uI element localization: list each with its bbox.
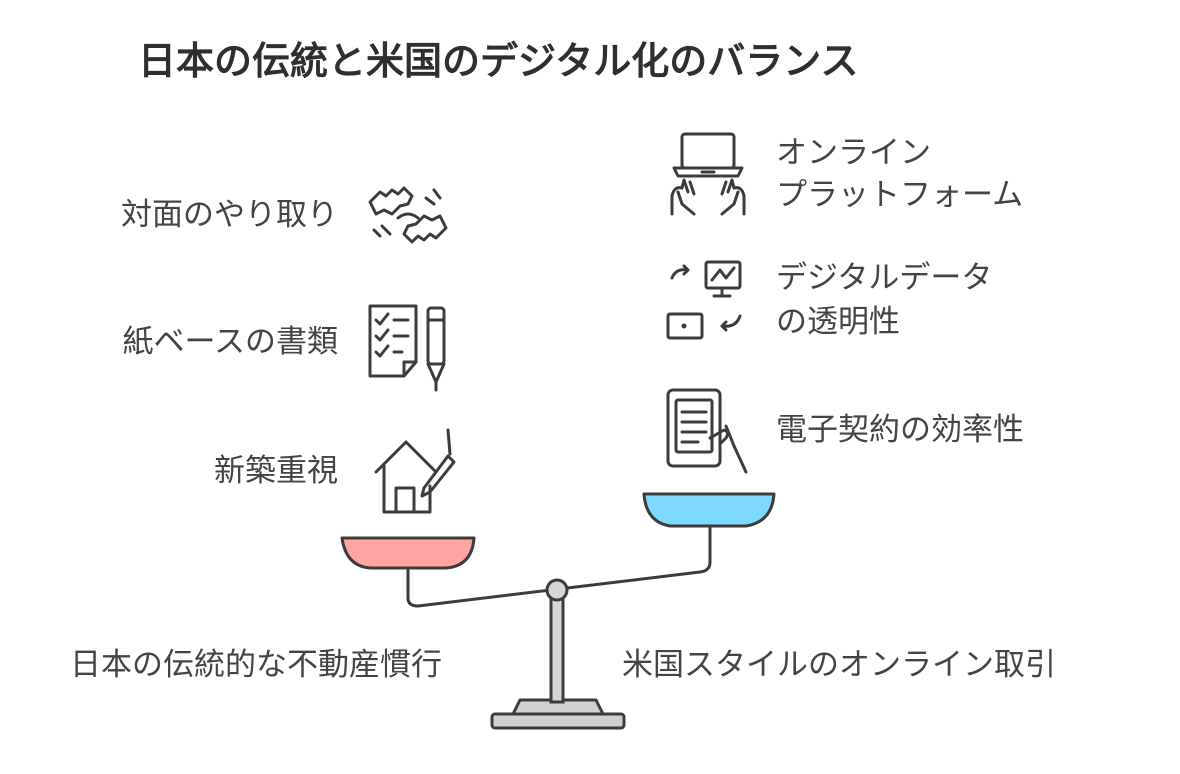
house-pen-icon bbox=[374, 428, 456, 514]
right-item-1-label-line2: プラットフォーム bbox=[776, 177, 1024, 213]
handshake-icon bbox=[368, 186, 448, 244]
left-pan bbox=[340, 536, 476, 570]
right-item-2-label-line1: デジタルデータ bbox=[776, 260, 993, 296]
checklist-pen-icon bbox=[368, 304, 446, 392]
scale-pillar bbox=[549, 596, 565, 704]
left-item-3-label: 新築重視 bbox=[214, 453, 338, 489]
scale-pivot bbox=[545, 578, 569, 602]
tablet-hand-icon bbox=[666, 388, 748, 474]
page-title: 日本の伝統と米国のデジタル化のバランス bbox=[138, 39, 859, 83]
right-pan bbox=[642, 492, 776, 528]
right-item-2-label-line2: の透明性 bbox=[776, 304, 900, 340]
scale-base bbox=[490, 712, 626, 730]
right-item-3-label: 電子契約の効率性 bbox=[776, 412, 1024, 448]
right-item-1-label-line1: オンライン bbox=[776, 135, 931, 171]
left-caption: 日本の伝統的な不動産慣行 bbox=[70, 647, 442, 683]
laptop-hands-icon bbox=[670, 132, 746, 216]
data-monitor-icon bbox=[666, 260, 742, 340]
left-item-2-label: 紙ベースの書類 bbox=[122, 324, 338, 360]
right-caption: 米国スタイルのオンライン取引 bbox=[622, 647, 1056, 683]
left-item-1-label: 対面のやり取り bbox=[121, 197, 338, 233]
